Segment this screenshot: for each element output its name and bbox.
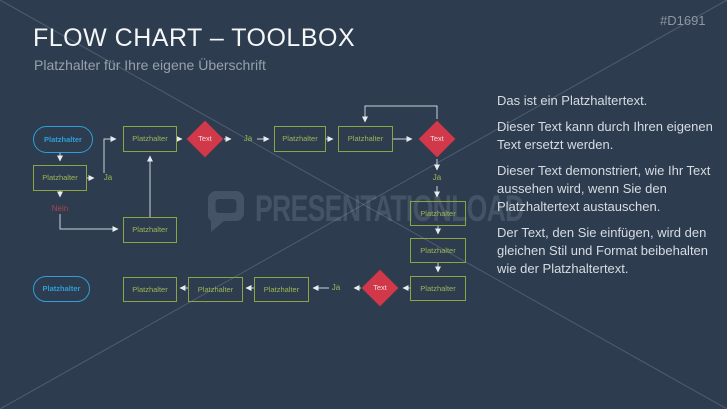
flowchart-node-step-6: Platzhalter — [410, 201, 466, 226]
template-id: #D1691 — [660, 13, 706, 28]
edge-label-ja-2: Ja — [243, 134, 253, 143]
flowchart-node-step-8: Platzhalter — [410, 276, 466, 301]
node-label: Platzhalter — [197, 284, 234, 294]
watermark-text: PRESENTATIONLOAD — [255, 188, 524, 229]
node-label: Platzhalter — [420, 245, 456, 255]
connector-arrow — [59, 214, 119, 232]
body-paragraph: Dieser Text demonstriert, wie Ihr Text a… — [497, 163, 711, 214]
node-label: Platzhalter — [263, 284, 300, 294]
node-label: Text — [430, 134, 444, 144]
connector-arrow — [362, 105, 438, 123]
node-label: Platzhalter — [347, 134, 384, 144]
flowchart-node-decision-1: Text — [186, 120, 224, 158]
flowchart-node-step-4: Platzhalter — [274, 126, 326, 152]
body-paragraph: Das ist ein Platzhaltertext. — [497, 93, 648, 108]
flowchart-node-step-7: Platzhalter — [410, 238, 466, 263]
page-title: FLOW CHART – TOOLBOX — [33, 24, 356, 52]
flowchart-node-step-10: Platzhalter — [188, 277, 243, 302]
edge-label-ja-4: Ja — [331, 283, 341, 292]
node-label: Text — [373, 283, 387, 293]
node-label: Platzhalter — [132, 134, 168, 144]
flowchart-node-step-9: Platzhalter — [123, 277, 177, 302]
node-label: Platzhalter — [44, 134, 82, 144]
edge-label-ja-3: Ja — [432, 173, 442, 182]
node-label: Platzhalter — [420, 208, 456, 218]
flowchart-node-decision-2: Text — [418, 120, 456, 158]
body-paragraph: Der Text, den Sie einfügen, wird den gle… — [497, 225, 709, 276]
page-subtitle: Platzhalter für Ihre eigene Überschrift — [34, 57, 266, 73]
node-label: Platzhalter — [42, 284, 81, 294]
watermark: PRESENTATIONLOAD — [207, 190, 628, 234]
node-label: Platzhalter — [420, 283, 456, 293]
flowchart-node-step-2: Platzhalter — [123, 126, 177, 152]
flowchart-node-start-top: Platzhalter — [33, 126, 93, 153]
connector-arrow — [103, 136, 117, 173]
placeholder-text-block: Das ist ein Platzhaltertext. Dieser Text… — [497, 92, 715, 286]
flowchart-node-decision-3: Text — [361, 269, 399, 307]
edge-label-ja-1: Ja — [103, 173, 113, 182]
node-label: Platzhalter — [282, 134, 318, 144]
flowchart-node-start-bottom: Platzhalter — [33, 276, 90, 302]
flowchart-node-step-11: Platzhalter — [254, 277, 309, 302]
edge-label-nein-1: Nein — [51, 204, 69, 213]
node-label: Platzhalter — [132, 225, 168, 235]
node-label: Text — [198, 134, 212, 144]
flowchart-node-step-5: Platzhalter — [338, 126, 393, 152]
node-label: Platzhalter — [42, 173, 78, 183]
body-paragraph: Dieser Text kann durch Ihren eigenen Tex… — [497, 119, 713, 152]
flowchart-node-step-3: Platzhalter — [123, 217, 177, 243]
presentationload-logo-icon — [207, 191, 244, 232]
flowchart-node-step-1: Platzhalter — [33, 165, 87, 191]
node-label: Platzhalter — [132, 284, 168, 294]
